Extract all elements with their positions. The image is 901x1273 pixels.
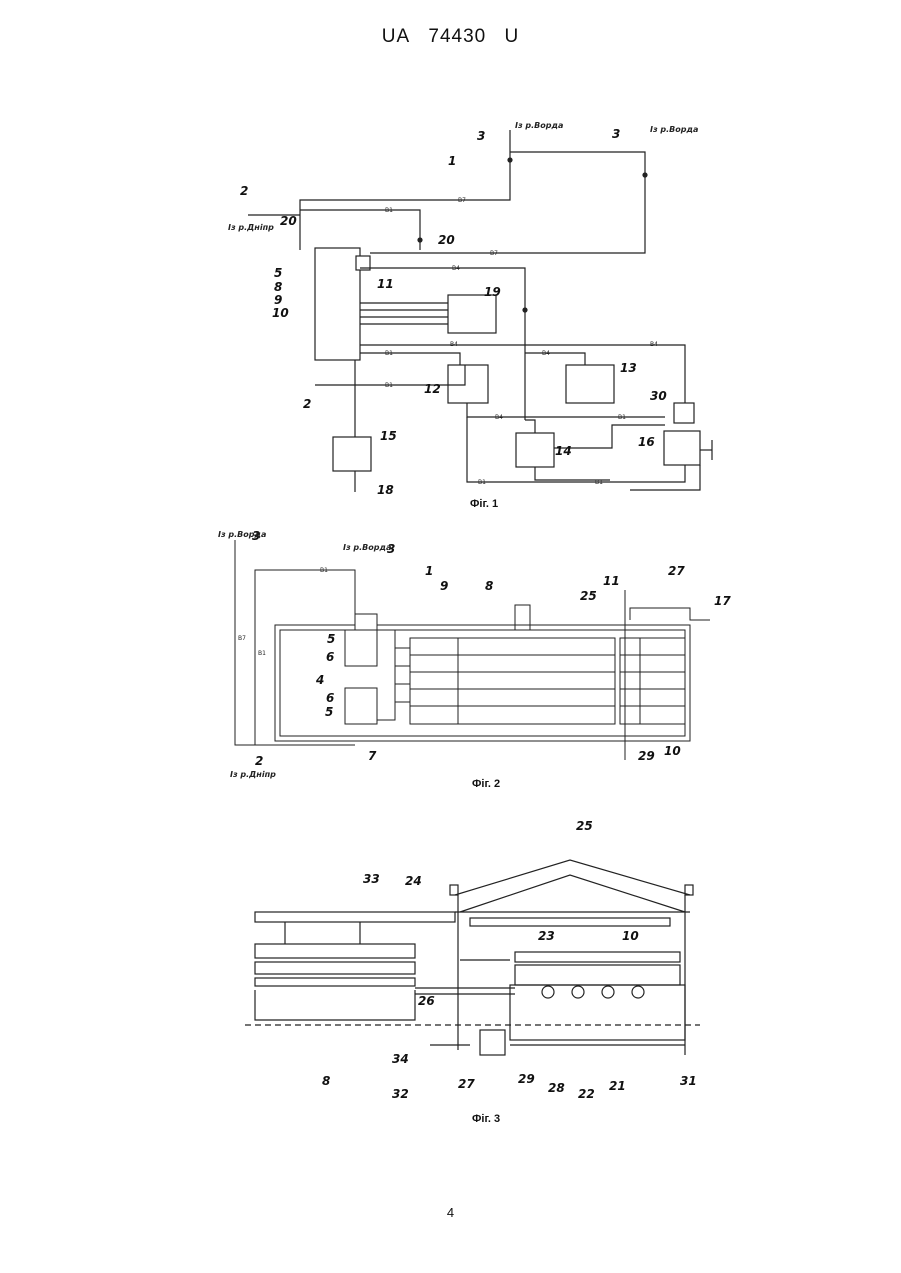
reference-label: 28 (548, 1081, 565, 1095)
reference-label: 21 (609, 1079, 626, 1093)
reference-label: 8 (322, 1074, 330, 1088)
page-number: 4 (0, 1205, 901, 1220)
reference-label: 32 (392, 1087, 409, 1101)
reference-label: 29 (518, 1072, 535, 1086)
reference-label: 27 (458, 1077, 475, 1091)
reference-label: 22 (578, 1087, 595, 1101)
reference-label: 34 (392, 1052, 409, 1066)
reference-label: 31 (680, 1074, 697, 1088)
reference-label: 25 (576, 819, 593, 833)
reference-label: 10 (622, 929, 639, 943)
reference-label: 23 (538, 929, 555, 943)
reference-label: 33 (363, 872, 380, 886)
reference-label: 26 (418, 994, 435, 1008)
figure-3-caption: Фіг. 3 (472, 1113, 500, 1125)
reference-label: 24 (405, 874, 422, 888)
